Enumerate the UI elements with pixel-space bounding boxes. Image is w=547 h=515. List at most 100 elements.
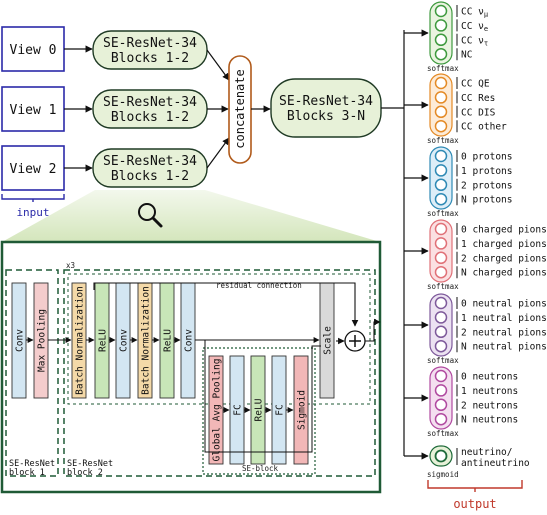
output-class-label: 0 protons <box>461 152 512 163</box>
output-class-label: antineutrino <box>461 458 530 469</box>
layer-conv: Conv <box>115 282 131 399</box>
output-class-label: neutrino/ <box>461 447 512 458</box>
output-class-label: 0 charged pions <box>461 225 547 236</box>
block1-frame <box>5 269 59 477</box>
output-class-label: N neutrons <box>461 415 518 426</box>
layer-fc: FC <box>271 355 287 465</box>
layer-relu: ReLU <box>94 282 110 399</box>
stage2-box: SE-ResNet-34 Blocks 3-N <box>270 78 382 138</box>
output-neuron <box>434 325 448 339</box>
output-neuron <box>434 339 448 353</box>
se-block-label: SE-block <box>242 464 279 473</box>
output-class-label: CC QE <box>461 79 490 90</box>
output-neuron <box>434 398 448 412</box>
add-node <box>344 330 366 352</box>
output-neuron <box>434 91 448 104</box>
head-frame <box>429 1 453 65</box>
svg-text:FC: FC <box>233 404 244 415</box>
output-neuron <box>434 164 448 177</box>
output-class-label: 2 protons <box>461 180 512 191</box>
svg-text:Blocks 1-2: Blocks 1-2 <box>111 169 189 184</box>
output-class-label: CC νμ <box>461 7 489 19</box>
activation-label: softmax <box>427 282 459 291</box>
head-frame <box>429 219 453 283</box>
svg-text:SE-ResNet-34: SE-ResNet-34 <box>103 95 197 110</box>
se-block-frame <box>202 347 316 475</box>
output-class-label: NC <box>461 50 472 61</box>
svg-text:Global Avg Pooling: Global Avg Pooling <box>212 359 223 462</box>
activation-label: softmax <box>427 136 459 145</box>
output-class-label: 1 neutrons <box>461 386 518 397</box>
head-frame <box>429 366 453 430</box>
output-neuron <box>434 369 448 383</box>
output-neuron <box>434 119 448 133</box>
svg-text:Conv: Conv <box>184 329 195 352</box>
output-neuron <box>434 265 448 279</box>
svg-text:ReLU: ReLU <box>254 398 265 421</box>
output-class-label: CC ντ <box>461 35 488 47</box>
output-class-label: CC other <box>461 122 507 133</box>
block2-label-line1: SE-ResNet <box>67 459 113 469</box>
activation-label: softmax <box>427 356 459 365</box>
svg-text:SE-ResNet-34: SE-ResNet-34 <box>103 154 197 169</box>
output-neuron <box>434 178 448 192</box>
output-class-label: 2 neutrons <box>461 400 518 411</box>
view-box-0: View 0 <box>1 26 65 72</box>
output-class-label: CC DIS <box>461 107 496 118</box>
stage1-box-0: SE-ResNet-34 Blocks 1-2 <box>92 30 208 70</box>
output-neuron <box>434 192 448 206</box>
output-class-label: 0 neutral pions <box>461 299 547 310</box>
output-class-label: 0 neutrons <box>461 372 518 383</box>
view-box-2: View 2 <box>1 145 65 191</box>
svg-text:FC: FC <box>275 404 286 415</box>
layer-fc: FC <box>229 355 245 465</box>
output-neuron <box>434 222 448 236</box>
output-neuron <box>434 4 448 18</box>
magnifier-icon <box>138 203 163 228</box>
output-class-label: N charged pions <box>461 268 547 279</box>
layer-max-pooling: Max Pooling <box>33 282 49 399</box>
svg-text:Blocks 3-N: Blocks 3-N <box>287 109 365 124</box>
se-branch-line <box>197 339 321 453</box>
block2-frame <box>63 269 376 477</box>
output-class-label: 1 protons <box>461 166 512 177</box>
residual-label: residual connection <box>216 281 302 290</box>
stage1-box-1: SE-ResNet-34 Blocks 1-2 <box>92 89 208 129</box>
svg-text:SE-ResNet-34: SE-ResNet-34 <box>103 36 197 51</box>
svg-text:Batch Normalization: Batch Normalization <box>141 286 152 395</box>
svg-text:Conv: Conv <box>15 329 26 352</box>
view-2-label: View 2 <box>10 162 57 177</box>
residual-connection <box>93 282 359 327</box>
svg-text:Batch Normalization: Batch Normalization <box>75 286 86 395</box>
output-neuron <box>434 237 448 250</box>
output-neuron <box>434 149 448 163</box>
concatenate-label: concatenate <box>233 69 247 148</box>
svg-text:ReLU: ReLU <box>98 329 109 352</box>
output-head-2: 0 protons 1 protons 2 protons N protonssoft… <box>404 146 512 218</box>
block2-label-line2: block 2 <box>67 468 103 478</box>
activation-label: softmax <box>427 209 459 218</box>
output-neuron <box>434 33 448 47</box>
output-neuron <box>434 384 448 397</box>
output-brace <box>427 480 523 492</box>
activation-label: softmax <box>427 429 459 438</box>
head-frame <box>429 293 453 357</box>
output-neuron <box>434 105 448 119</box>
output-neuron <box>434 47 448 61</box>
output-branches <box>381 30 405 456</box>
block1-label-line2: block 1 <box>9 468 45 478</box>
view-box-1: View 1 <box>1 86 65 132</box>
view-0-label: View 0 <box>10 43 57 58</box>
output-neuron <box>434 449 448 463</box>
output-class-label: 1 charged pions <box>461 239 547 250</box>
svg-text:SE-ResNet-34: SE-ResNet-34 <box>279 94 373 109</box>
output-class-label: N protons <box>461 195 512 206</box>
stage1-box-2: SE-ResNet-34 Blocks 1-2 <box>92 148 208 188</box>
activation-label: softmax <box>427 64 459 73</box>
svg-text:Blocks 1-2: Blocks 1-2 <box>111 51 189 66</box>
output-neuron <box>434 311 448 324</box>
